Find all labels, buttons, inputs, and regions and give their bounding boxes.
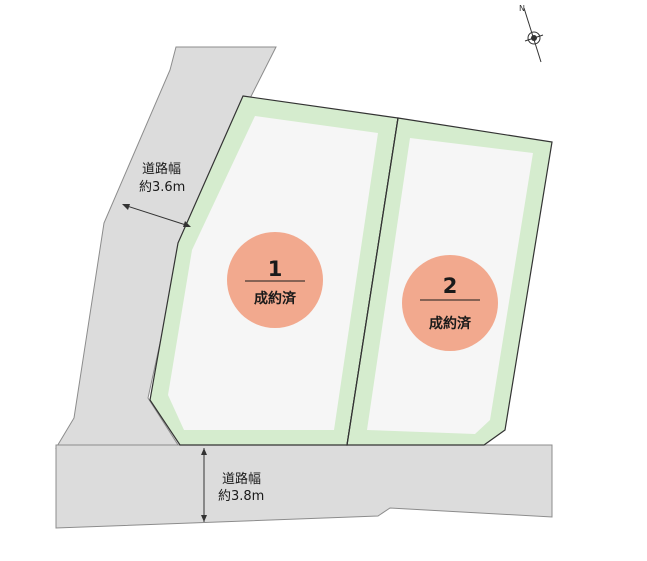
road-west-dimension: 道路幅 約3.6m bbox=[122, 161, 191, 227]
compass-cross-line bbox=[524, 34, 544, 42]
lot-2-status: 成約済 bbox=[429, 315, 472, 332]
road-south bbox=[55, 444, 553, 529]
road-west-label-line1: 道路幅 bbox=[142, 161, 181, 177]
dimension-arrow-start-icon bbox=[122, 204, 130, 210]
lot-1-number: 1 bbox=[268, 257, 283, 281]
dimension-arrow-end-icon bbox=[183, 221, 191, 227]
compass-needle-line bbox=[523, 7, 542, 63]
road-west-label-line2: 約3.6m bbox=[139, 180, 185, 195]
lot-1-badge: 1 成約済 bbox=[227, 232, 323, 328]
lot-2-badge: 2 成約済 bbox=[402, 255, 498, 351]
road-south-label-line1: 道路幅 bbox=[222, 471, 261, 487]
dimension-arrow-bottom-icon bbox=[201, 515, 207, 522]
compass-outer-ring bbox=[527, 31, 541, 45]
lot-2-number: 2 bbox=[443, 274, 458, 298]
road-south-label-line2: 約3.8m bbox=[218, 489, 264, 504]
lot-1-badge-circle bbox=[227, 232, 323, 328]
compass-north-label: N bbox=[519, 4, 525, 13]
lot-divider-line bbox=[346, 117, 399, 446]
road-west-dimension-line bbox=[123, 204, 190, 227]
road-south-dimension: 道路幅 約3.8m bbox=[201, 448, 264, 522]
compass-icon: N bbox=[519, 4, 544, 63]
dimension-arrow-top-icon bbox=[201, 448, 207, 455]
lot-2-badge-circle bbox=[402, 255, 498, 351]
lot-1-status: 成約済 bbox=[254, 290, 297, 307]
